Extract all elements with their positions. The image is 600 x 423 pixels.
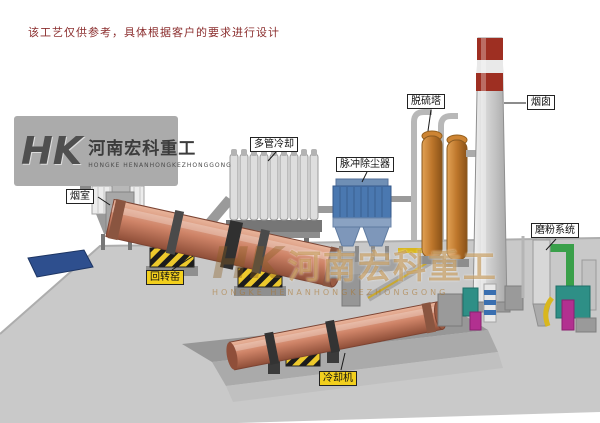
leader-lines xyxy=(97,102,557,371)
chimney-graphic xyxy=(467,37,511,313)
disclaimer-text: 该工艺仅供参考，具体根据客户的要求进行设计 xyxy=(28,26,280,39)
blue-platform xyxy=(27,249,94,278)
label-cooling-machine: 冷却机 xyxy=(319,371,357,386)
label-pulse-dust-collector: 脉冲除尘器 xyxy=(336,157,394,172)
label-smoke-chamber: 烟室 xyxy=(66,189,94,204)
logo-latin-name: HONGKE HENANHONGKEZHONGGONG xyxy=(88,161,232,169)
logo-company-name: 河南宏科重工 xyxy=(88,138,197,159)
label-desulfurization-tower: 脱硫塔 xyxy=(407,94,445,109)
label-rotary-kiln: 回转窑 xyxy=(146,270,184,285)
cooling-machine-graphic xyxy=(226,287,482,374)
desulfurization-towers-graphic xyxy=(411,109,480,267)
label-grinding-system: 磨粉系统 xyxy=(531,223,579,238)
company-logo: HK 河南宏科重工 HONGKE HENANHONGKEZHONGGONG xyxy=(14,116,231,186)
label-chimney: 烟囱 xyxy=(527,95,555,110)
logo-monogram: HK xyxy=(21,129,83,173)
logo-text-block: 河南宏科重工 HONGKE HENANHONGKEZHONGGONG xyxy=(88,134,231,169)
label-multi-tube-cooler: 多管冷却 xyxy=(250,137,298,152)
fan-units-graphic xyxy=(483,283,524,323)
pulse-dust-collector-graphic xyxy=(318,178,416,276)
